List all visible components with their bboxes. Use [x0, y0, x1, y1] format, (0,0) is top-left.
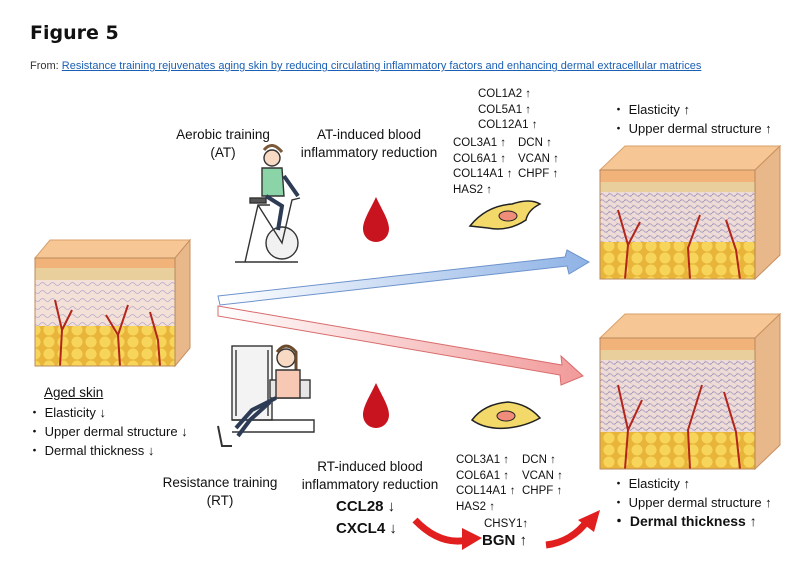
aerobic-training-label: Aerobic training (AT): [176, 127, 270, 160]
rt-chsy1: CHSY1↑: [484, 518, 529, 530]
rt-arrow: [217, 305, 584, 386]
at-genes-right: DCN ↑ VCAN ↑ CHPF ↑: [518, 137, 559, 180]
resistance-training-illustration: [217, 344, 315, 447]
at-outcomes: ・ Elasticity ↑ ・ Upper dermal structure …: [612, 102, 772, 136]
rt-genes-left: COL3A1 ↑ COL6A1 ↑ COL14A1 ↑ HAS2 ↑: [456, 454, 516, 513]
source-line: From: Resistance training rejuvenates ag…: [30, 60, 701, 72]
aged-skin-block: [33, 238, 192, 368]
fibroblast-icon: [468, 200, 542, 230]
aged-skin-items: ・ Elasticity ↓ ・ Upper dermal structure …: [28, 405, 188, 458]
at-arrow: [217, 249, 591, 306]
rt-blood-label: RT-induced blood inflammatory reduction: [301, 459, 439, 492]
blood-drop-icon: [363, 197, 389, 242]
fibroblast-icon: [470, 401, 542, 430]
at-skin-block: [598, 144, 782, 281]
rt-skin-block: [598, 312, 782, 471]
rt-cytokines: CCL28 ↓ CXCL4 ↓: [336, 498, 397, 537]
rt-bgn: BGN ↑: [482, 532, 527, 549]
at-genes-top: COL1A2 ↑ COL5A1 ↑ COL12A1 ↑: [478, 88, 538, 131]
curved-arrow-icon: [545, 510, 600, 549]
at-genes-left: COL3A1 ↑ COL6A1 ↑ COL14A1 ↑ HAS2 ↑: [453, 137, 513, 196]
aged-skin-title: Aged skin: [44, 385, 104, 400]
source-prefix: From:: [30, 60, 59, 72]
curved-arrow-icon: [412, 517, 482, 550]
blood-drop-icon: [363, 383, 389, 428]
aerobic-training-illustration: [235, 144, 301, 263]
article-link[interactable]: Resistance training rejuvenates aging sk…: [61, 60, 702, 72]
at-blood-label: AT-induced blood inflammatory reduction: [300, 127, 438, 160]
rt-outcomes: ・ Elasticity ↑ ・ Upper dermal structure …: [612, 476, 772, 529]
rt-outcome-dermal-thickness: ・ Dermal thickness ↑: [612, 513, 757, 529]
resistance-training-label: Resistance training (RT): [162, 475, 278, 508]
figure-title: Figure 5: [30, 22, 119, 44]
rt-genes-right: DCN ↑ VCAN ↑ CHPF ↑: [522, 454, 563, 497]
